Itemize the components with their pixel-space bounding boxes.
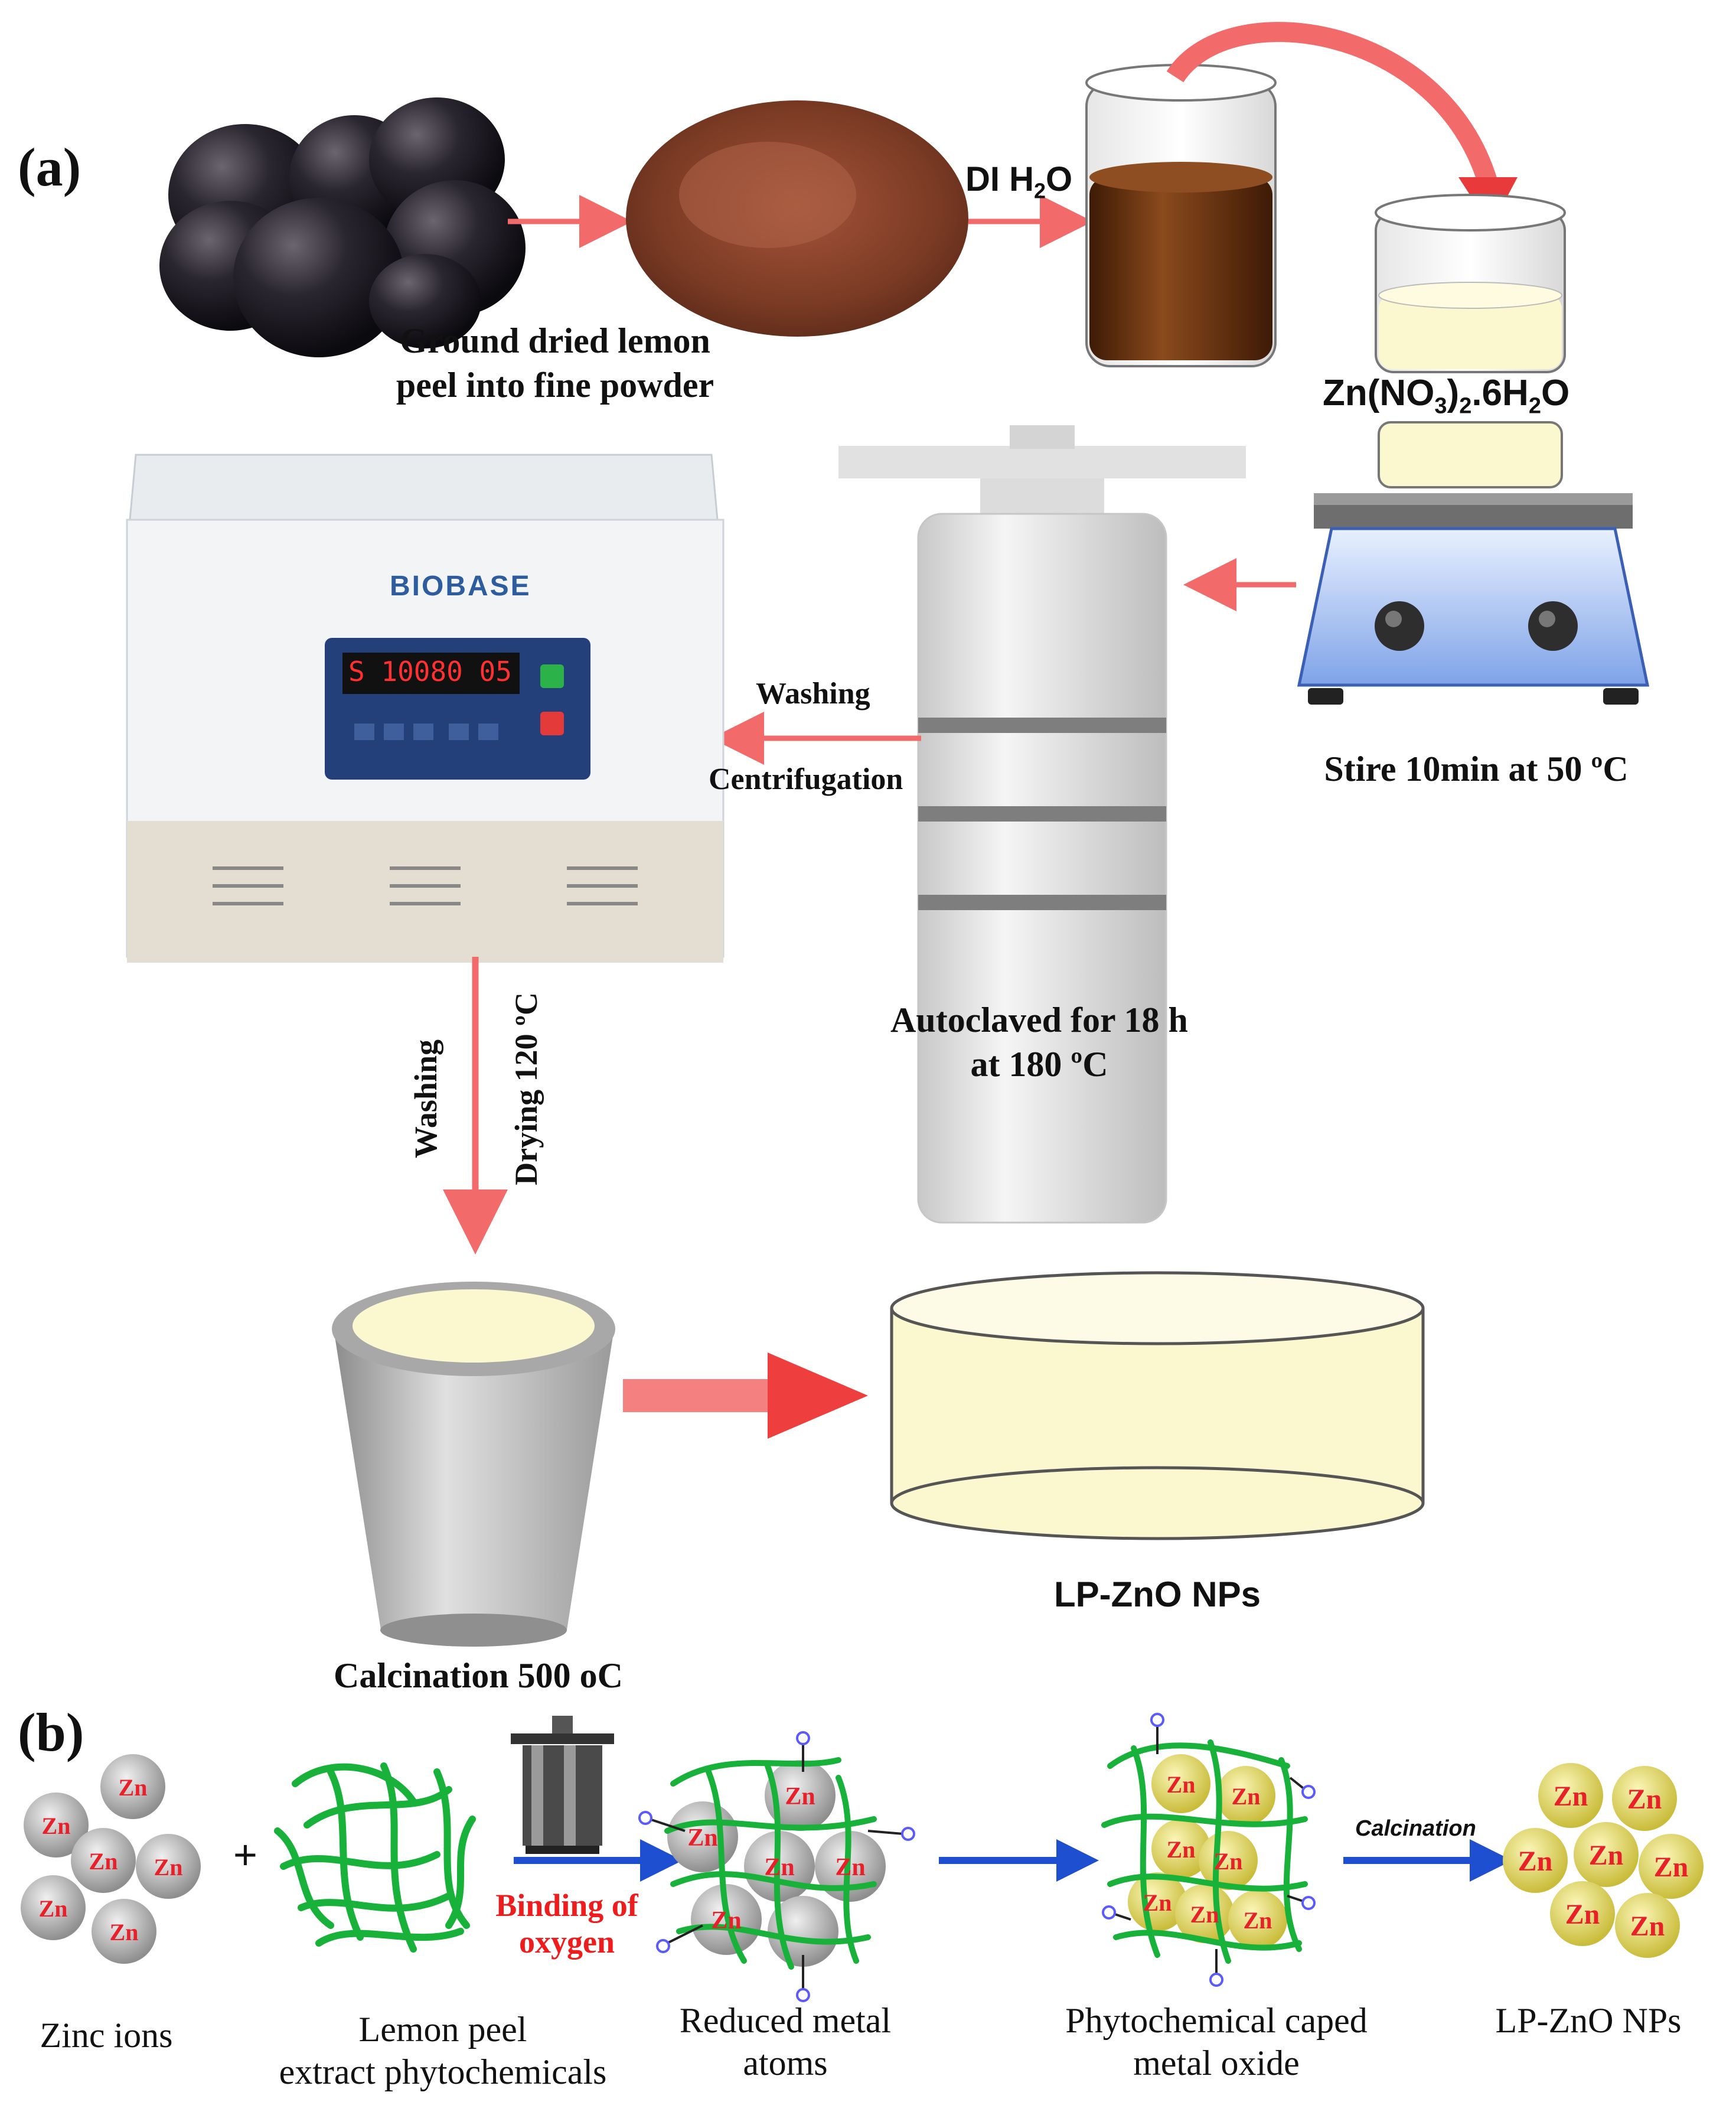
- zinc-ions-cluster: [21, 1754, 201, 1964]
- drying-vertical-label: Drying 120 ºC: [508, 992, 544, 1185]
- final-nanoparticles: [1503, 1763, 1704, 1958]
- panel-a-label: (a): [18, 137, 81, 197]
- calcination-caption: Calcination 500 oC: [333, 1656, 624, 1695]
- mini-autoclave-icon: [511, 1716, 614, 1854]
- zn-label: Zn: [1565, 1899, 1600, 1930]
- stir-caption: Stire 10min at 50 ºC: [1324, 749, 1629, 788]
- autoclave-caption-line2: at 180 ºC: [970, 1045, 1108, 1084]
- zn-label: Zn: [1589, 1840, 1624, 1871]
- zn-label: Zn: [1167, 1836, 1196, 1863]
- binding-line1: Binding of: [495, 1888, 638, 1923]
- washing-vertical-label: Washing: [408, 1039, 443, 1159]
- zn-label: Zn: [764, 1854, 794, 1881]
- zn-label: Zn: [89, 1848, 118, 1875]
- autoclave-caption-line1: Autoclaved for 18 h: [890, 1001, 1188, 1039]
- zn-label: Zn: [1654, 1852, 1689, 1883]
- lemon-powder-image: [626, 100, 968, 337]
- powder-caption-line1: Ground dried lemon: [400, 321, 710, 360]
- caption-reduced-line2: atoms: [743, 2044, 828, 2083]
- powder-caption: Ground dried lemon peel into fine powder: [378, 319, 732, 408]
- zn-label: Zn: [39, 1895, 68, 1922]
- zinc-nitrate-label: Zn(NO3)2.6H2O: [1323, 373, 1570, 419]
- extract-beaker: [1085, 64, 1277, 367]
- zn-label: Zn: [1630, 1911, 1665, 1942]
- zn-label: Zn: [1167, 1771, 1196, 1798]
- zinc-nitrate-beaker: [1375, 194, 1566, 373]
- capped-metal-oxide: [1101, 1713, 1316, 1987]
- autoclave-caption: Autoclaved for 18 h at 180 ºC: [838, 998, 1240, 1087]
- centrifugation-label: Centrifugation: [709, 762, 903, 796]
- dried-lemons-image: [159, 97, 526, 357]
- zn-label: Zn: [42, 1813, 71, 1839]
- caption-caped-line2: metal oxide: [1133, 2044, 1300, 2083]
- pour-curved-arrow: [1166, 22, 1498, 186]
- phytochemical-fibers: [274, 1762, 476, 1953]
- plus-sign: +: [233, 1832, 257, 1878]
- hot-plate-stirrer: [1297, 493, 1650, 705]
- caption-lemon-line1: Lemon peel: [358, 2010, 527, 2049]
- zn-label: Zn: [1244, 1907, 1272, 1934]
- zn-label: Zn: [1143, 1889, 1172, 1916]
- caption-zinc-ions: Zinc ions: [40, 2016, 173, 2055]
- di-water-label: DI H2O: [965, 160, 1073, 203]
- centrifuge-display: S 10080 05: [348, 656, 512, 687]
- product-caption: LP-ZnO NPs: [1053, 1575, 1261, 1614]
- caption-final-product: LP-ZnO NPs: [1495, 2001, 1682, 2040]
- zn-label: Zn: [1190, 1901, 1219, 1928]
- zn-label: Zn: [711, 1907, 741, 1934]
- centrifuge-machine: [126, 454, 725, 963]
- caption-lemon-peel: Lemon peel extract phytochemicals: [260, 2008, 626, 2093]
- zn-label: Zn: [785, 1783, 815, 1810]
- powder-caption-line2: peel into fine powder: [396, 366, 714, 405]
- arrow-crucible-to-dish: [623, 1353, 868, 1439]
- caption-caped-line1: Phytochemical caped: [1065, 2001, 1368, 2040]
- stirring-beaker: [1378, 421, 1563, 488]
- caption-lemon-line2: extract phytochemicals: [279, 2052, 607, 2091]
- zn-label: Zn: [687, 1824, 717, 1852]
- petri-dish: [890, 1271, 1425, 1540]
- zn-label: Zn: [1554, 1781, 1588, 1812]
- zn-label: Zn: [119, 1774, 148, 1801]
- autoclave-vessel: [838, 425, 1246, 1224]
- zn-label: Zn: [154, 1854, 183, 1881]
- caption-reduced-line1: Reduced metal: [679, 2001, 892, 2040]
- centrifuge-brand: BIOBASE: [390, 571, 531, 602]
- caption-reduced-atoms: Reduced metal atoms: [632, 1999, 939, 2084]
- zn-labels: Zn Zn Zn Zn Zn Zn Zn Zn Zn Zn Zn Zn Zn Z…: [39, 1771, 1689, 1945]
- calcination-arrow-label: Calcination: [1355, 1816, 1476, 1841]
- zn-label: Zn: [1627, 1784, 1662, 1815]
- caption-capped-oxide: Phytochemical caped metal oxide: [1033, 1999, 1399, 2084]
- zn-label: Zn: [110, 1919, 139, 1945]
- zn-label: Zn: [1518, 1846, 1553, 1877]
- panel-b-label: (b): [18, 1702, 84, 1762]
- zn-label: Zn: [835, 1854, 865, 1881]
- reduced-metal-atoms: [638, 1731, 915, 2002]
- zn-label: Zn: [1214, 1848, 1243, 1875]
- crucible: [332, 1282, 615, 1647]
- binding-of-oxygen-label: Binding of oxygen: [478, 1887, 655, 1960]
- zn-label: Zn: [1232, 1783, 1261, 1810]
- washing-label: Washing: [756, 677, 870, 711]
- binding-line2: oxygen: [519, 1924, 615, 1960]
